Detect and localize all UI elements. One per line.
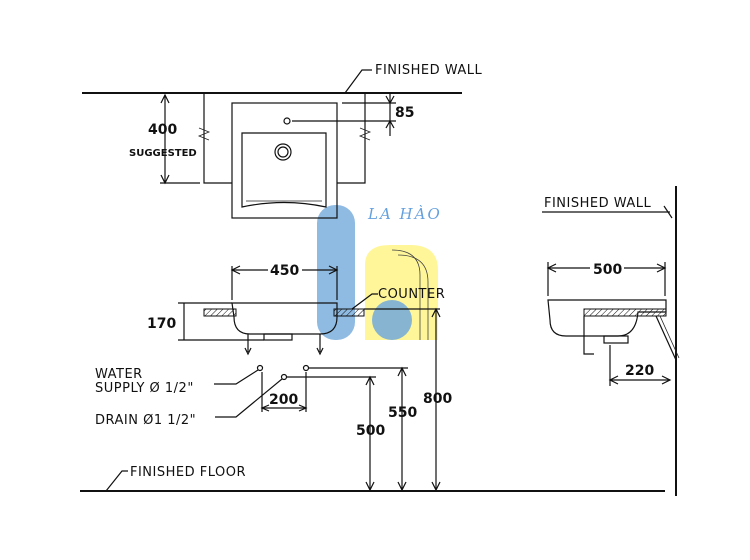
watermark-blue-dot (372, 300, 412, 340)
dim-500-side: 500 (593, 262, 622, 278)
dim-200: 200 (269, 392, 298, 408)
basin-bowl-top (241, 132, 327, 208)
drain-hole (274, 143, 292, 161)
counter-right (333, 308, 365, 317)
water-supply-label-line2: SUPPLY Ø 1/2" (95, 381, 194, 396)
dim-450: 450 (270, 263, 299, 279)
dim-550: 550 (388, 405, 417, 421)
drain-label: DRAIN Ø1 1/2" (95, 413, 196, 428)
dim-800: 800 (423, 391, 452, 407)
finished-wall-label-side: FINISHED WALL (544, 196, 652, 211)
counter-label: COUNTER (378, 287, 445, 302)
dim-500-floor: 500 (356, 423, 385, 439)
watermark-logo: LA HÀO (317, 205, 442, 340)
basin-side (547, 299, 667, 337)
front-view: 450 COUNTER 170 WATER SUPPLY Ø 1/2" DRAI… (80, 263, 665, 492)
tap-hole (283, 117, 291, 125)
suggested-label: SUGGESTED (129, 148, 197, 159)
basin-top-outline (231, 102, 338, 219)
dim-220: 220 (625, 363, 654, 379)
side-view: FINISHED WALL 500 220 (542, 186, 680, 496)
top-view: FINISHED WALL 400 SUGGESTED 85 (82, 63, 483, 219)
counter-left (203, 308, 237, 317)
dim-85: 85 (395, 105, 414, 121)
watermark-blue-bar (317, 205, 355, 340)
counter-side (583, 308, 667, 317)
finished-floor-label: FINISHED FLOOR (130, 465, 246, 480)
watermark-text: LA HÀO (367, 205, 442, 223)
water-supply-label-line1: WATER (95, 367, 143, 382)
finished-wall-label-top: FINISHED WALL (375, 63, 483, 78)
dim-400: 400 (148, 122, 177, 138)
drain-point (280, 373, 288, 381)
dim-170: 170 (147, 316, 176, 332)
